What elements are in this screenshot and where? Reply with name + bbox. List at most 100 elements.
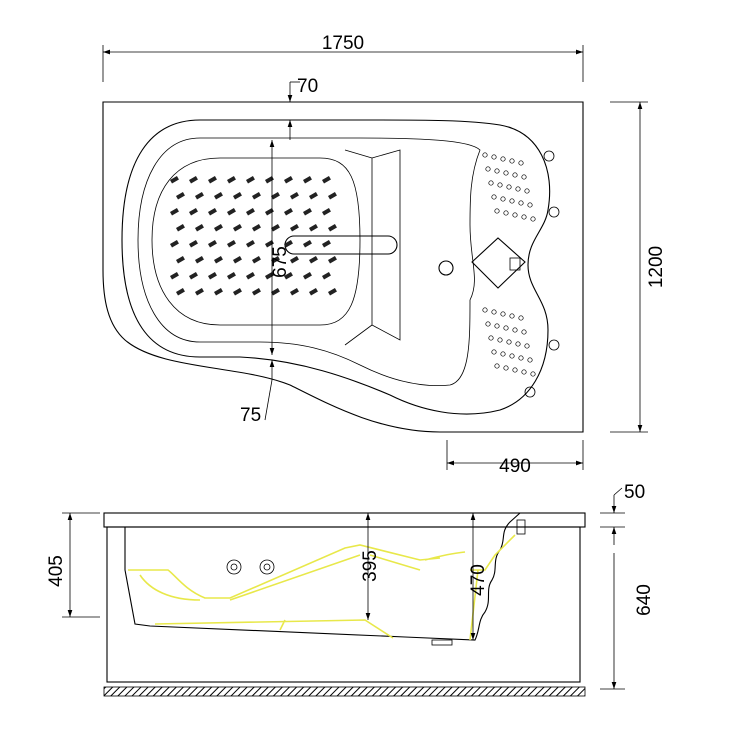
seat-jet — [309, 192, 318, 200]
back-jet — [509, 158, 515, 164]
seat-contour — [128, 534, 516, 641]
dim-label-490: 490 — [499, 456, 531, 477]
seat-jet — [207, 272, 217, 280]
top-view — [102, 101, 584, 433]
seat-jet — [303, 240, 312, 248]
seat-jet — [284, 240, 293, 248]
tub-profile — [124, 512, 521, 641]
dim-label-50: 50 — [624, 482, 645, 503]
basin-outline — [137, 137, 481, 386]
back-jet — [527, 202, 533, 208]
seat-jet — [226, 176, 236, 184]
dimension-70: 70 — [287, 76, 318, 140]
seat-jet — [328, 192, 337, 200]
seat-jet — [226, 208, 236, 216]
seat-jet — [188, 176, 198, 184]
floor-hatch — [103, 686, 586, 697]
seat-jet — [195, 287, 204, 296]
dimension-470: 470 — [468, 513, 489, 640]
seat-jet — [328, 224, 337, 232]
back-jet — [485, 166, 491, 172]
seat-jet — [176, 287, 185, 296]
seat-jet — [208, 239, 217, 248]
back-jet — [491, 309, 497, 315]
dimension-640: 640 — [600, 553, 655, 690]
seat-jet — [189, 272, 198, 280]
back-jet — [521, 369, 527, 375]
seat-jet — [309, 255, 318, 264]
control-display — [509, 257, 521, 271]
seat-jet — [284, 272, 293, 280]
dim-label-640: 640 — [634, 584, 655, 616]
dimension-395: 395 — [360, 513, 381, 620]
seat-jet — [321, 272, 331, 280]
seat-jet — [169, 240, 179, 248]
seat-jet — [303, 176, 312, 184]
apron-panel — [106, 526, 581, 683]
back-jet — [524, 343, 530, 349]
side-view — [103, 512, 586, 697]
back-jet — [500, 156, 506, 162]
back-jet — [521, 329, 527, 335]
seat-jet — [322, 176, 331, 184]
seat-jet — [175, 192, 185, 200]
dimension-490: 490 — [446, 440, 584, 477]
seat-jet — [265, 208, 274, 216]
back-jet — [527, 357, 533, 363]
back-jet — [503, 365, 509, 371]
seat-jet — [327, 287, 337, 296]
back-jet — [521, 174, 527, 180]
seat-jet — [232, 224, 242, 232]
back-jet — [530, 371, 536, 377]
seat-jet — [175, 224, 185, 232]
seat-jet — [195, 256, 204, 264]
seat-jet — [251, 256, 261, 264]
back-jet — [491, 349, 497, 355]
back-jet — [509, 198, 515, 204]
back-jet — [494, 168, 500, 174]
seat-jet — [327, 255, 337, 264]
back-jet — [509, 353, 515, 359]
back-jet — [497, 337, 503, 343]
seat-jet — [290, 224, 299, 232]
seat-jet — [245, 176, 255, 184]
back-jet — [512, 327, 518, 333]
dimension-75: 75 — [240, 360, 275, 426]
back-jet — [518, 160, 524, 166]
seat-jet — [251, 191, 261, 200]
back-jet — [518, 355, 524, 361]
overflow-fitting — [516, 519, 526, 535]
seat-jet — [226, 239, 236, 248]
back-jet — [512, 172, 518, 178]
seat-jet — [214, 191, 223, 200]
back-jet — [494, 363, 500, 369]
seat-jet — [213, 287, 223, 296]
seat-jet — [251, 287, 261, 296]
dim-label-405: 405 — [46, 555, 67, 587]
dim-label-1200: 1200 — [646, 246, 667, 288]
back-jet — [518, 315, 524, 321]
seat-jet — [213, 256, 223, 264]
seat-jet — [176, 256, 185, 264]
seat-jet — [245, 208, 255, 216]
back-jet — [518, 200, 524, 206]
back-jet — [503, 325, 509, 331]
dimension-405: 405 — [46, 512, 100, 618]
seat-jet — [290, 192, 299, 200]
back-jet — [515, 186, 521, 192]
seat-jet — [188, 208, 198, 216]
back-jet — [512, 212, 518, 218]
seat-jet — [290, 287, 299, 296]
seat-jet — [290, 255, 299, 264]
seat-jet — [322, 208, 331, 216]
seat-jet — [232, 287, 242, 296]
back-jet — [503, 210, 509, 216]
jet-nozzles — [226, 559, 275, 575]
dim-label-1750: 1750 — [322, 33, 364, 54]
dim-label-395: 395 — [360, 550, 381, 582]
back-jet — [491, 194, 497, 200]
drain-icon — [438, 260, 454, 276]
back-jet — [488, 335, 494, 341]
